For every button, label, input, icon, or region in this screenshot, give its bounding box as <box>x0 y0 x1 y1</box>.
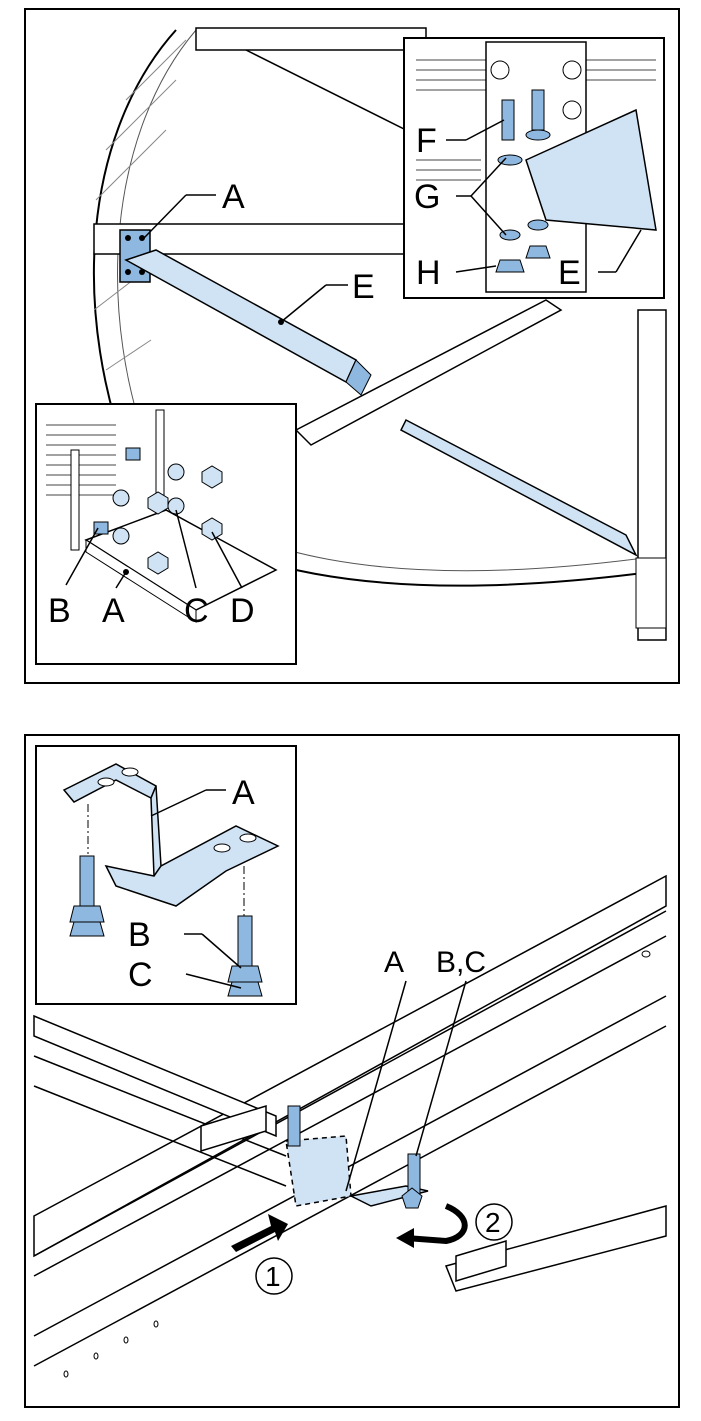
bottom-illustration: 1 2 A B,C A <box>33 745 667 1378</box>
step-1-number: 1 <box>265 1261 281 1292</box>
bolt-left <box>287 1105 301 1147</box>
label-e-main: E <box>352 268 375 306</box>
label-d: D <box>230 592 255 630</box>
label-c: C <box>184 592 209 630</box>
step-2-number: 2 <box>485 1207 501 1238</box>
label-c-inset: C <box>128 956 153 994</box>
label-f: F <box>416 122 437 160</box>
beam-e <box>124 249 357 384</box>
inset-bracket <box>35 745 297 1005</box>
label-e-inset: E <box>558 254 581 292</box>
label-h: H <box>416 254 441 292</box>
top-crossbar <box>195 27 427 51</box>
label-g: G <box>414 178 440 216</box>
step-1-badge <box>255 1257 293 1295</box>
rotate-arrow-icon <box>405 1203 468 1245</box>
push-arrow-icon <box>231 1214 288 1252</box>
label-a-inset: A <box>102 592 125 630</box>
inset-fasteners-bottom <box>35 403 297 665</box>
ring-hatching <box>93 39 187 371</box>
label-b: B <box>48 592 71 630</box>
long-rail <box>294 299 563 446</box>
bolt-right <box>407 1153 421 1195</box>
bottom-illustration-panel: 1 2 A B,C A <box>24 734 680 1408</box>
label-a-bottom: A <box>384 946 404 979</box>
label-b-inset: B <box>128 916 151 954</box>
long-beams <box>33 874 667 1367</box>
label-bc-bottom: B,C <box>436 946 486 979</box>
label-a-inset: A <box>232 774 255 812</box>
step-2-badge <box>475 1203 513 1241</box>
top-illustration-panel: A E <box>24 8 680 684</box>
inset-beam-e <box>525 108 657 231</box>
beam-e-lower <box>400 418 638 557</box>
inset-fasteners-top <box>403 37 665 299</box>
label-a-main: A <box>222 178 245 216</box>
diagonal-beam-top <box>245 49 407 131</box>
top-illustration: A E <box>35 27 667 665</box>
